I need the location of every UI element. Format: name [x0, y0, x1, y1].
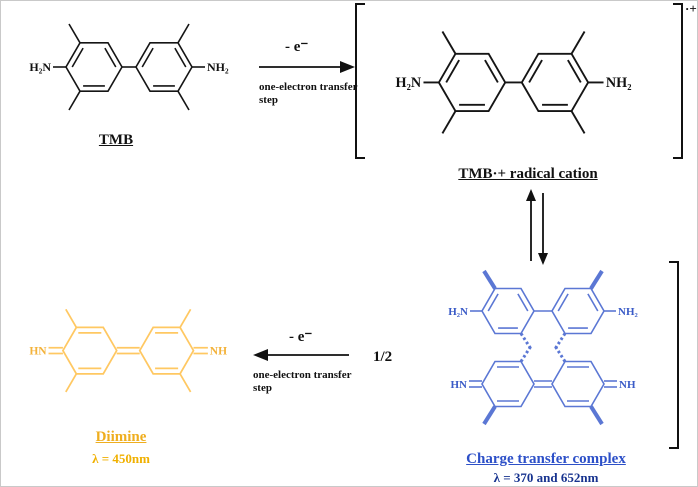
left-bracket: [355, 3, 365, 159]
ctc-bottom-methyls: [482, 345, 604, 426]
tmb-label: TMB: [98, 132, 134, 148]
step2-caption-line2: step: [253, 382, 272, 395]
diimine-imine-right: NH: [210, 345, 227, 357]
ctc-amine-left: H₂N: [448, 306, 468, 318]
tmb-structure: H₂N NH₂: [29, 23, 229, 111]
radical-cation-skeleton: [423, 31, 604, 134]
step1-caption: one-electron transfer step: [259, 81, 357, 107]
radical-cation-structure: H₂N NH₂: [396, 31, 632, 134]
diimine-label: Diimine: [95, 429, 147, 445]
diimine-imine-left: HN: [29, 345, 47, 357]
diimine-skeleton: [48, 308, 208, 393]
radical-charge: ·+: [685, 1, 697, 16]
stoichiometry-fraction: 1/2: [373, 349, 393, 365]
equilibrium-arrows: [526, 189, 548, 265]
ctc-amine-right: NH₂: [618, 306, 639, 318]
ctc-right-bracket: [669, 261, 679, 449]
ctc-bottom-skeleton: [469, 360, 617, 408]
electron-loss-label-1: - e⁻: [285, 39, 309, 55]
radical-amine-right: NH₂: [606, 75, 632, 91]
radical-amine-left: H₂N: [396, 75, 422, 91]
electron-loss-label-2: - e⁻: [289, 329, 313, 345]
ctc-imine-left: HN: [451, 379, 468, 391]
radical-cation-label: TMB·+ radical cation: [458, 166, 598, 182]
charge-transfer-complex-label: Charge transfer complex: [466, 451, 626, 467]
right-bracket: [673, 3, 683, 159]
charge-transfer-complex-lambda: λ = 370 and 652nm: [493, 470, 599, 485]
ctc-top-methyls: [482, 269, 604, 350]
forward-arrow: [259, 61, 355, 73]
backward-arrow: [253, 349, 349, 361]
step2-caption: one-electron transfer step: [253, 369, 351, 395]
step1-caption-line2: step: [259, 94, 278, 107]
diimine-structure: HN NH: [29, 308, 227, 393]
tmb-skeleton: [53, 23, 205, 111]
diimine-lambda: λ = 450nm: [92, 451, 150, 466]
step2-caption-line1: one-electron transfer: [253, 369, 352, 381]
tmb-amine-right: NH₂: [207, 60, 229, 74]
ctc-imine-right: NH: [619, 379, 636, 391]
tmb-amine-left: H₂N: [29, 60, 51, 74]
ctc-top-skeleton: [470, 287, 616, 335]
step1-caption-line1: one-electron transfer: [259, 81, 358, 93]
charge-transfer-complex-structure: H₂N NH₂ HN NH: [448, 269, 639, 426]
